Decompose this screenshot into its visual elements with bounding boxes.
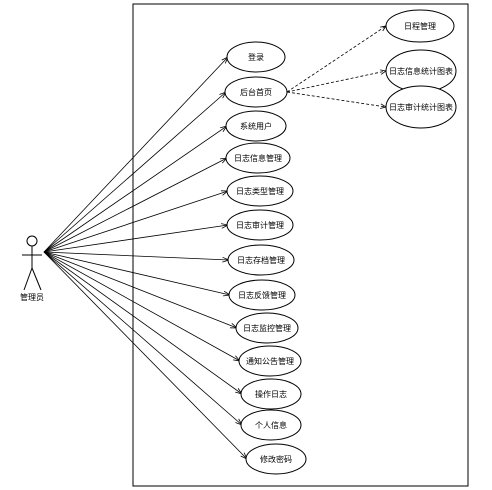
association-line-loginfo [43,157,228,253]
use-case-ellipse [225,142,291,174]
use-case-ellipse [245,443,307,475]
use-case-label: 日志类型管理 [236,186,284,196]
use-case-logarchive[interactable]: 日志存档管理 [227,244,295,276]
use-case-label: 日志存档管理 [237,255,285,265]
use-case-ellipse [227,244,295,276]
association-line-home [43,91,227,253]
use-case-label: 日志监控管理 [243,323,291,333]
extend-line-schedule [286,25,387,93]
association-line-logfeedback [43,251,231,296]
use-case-oplog[interactable]: 操作日志 [240,378,302,410]
use-case-label: 日志反馈管理 [238,290,286,300]
use-case-logfeedback[interactable]: 日志反馈管理 [228,279,296,311]
use-case-ellipse [238,345,302,377]
actor-label: 管理员 [20,292,44,302]
system-boundary [132,3,469,487]
association-line-sysuser [43,125,228,253]
association-lines [43,56,248,460]
extension-use-case-schedule[interactable]: 日程管理 [385,9,455,43]
use-case-loginfo[interactable]: 日志信息管理 [225,142,291,174]
use-case-password[interactable]: 修改密码 [245,443,307,475]
use-case-logtype[interactable]: 日志类型管理 [226,175,294,207]
use-case-label: 操作日志 [255,389,287,399]
use-case-notice[interactable]: 通知公告管理 [238,345,302,377]
extension-ellipse [385,9,455,43]
use-case-label: 登录 [248,52,264,62]
extension-use-case-auditchart[interactable]: 日志审计统计图表 [385,85,457,129]
extension-label: 日志审计统计图表 [389,102,453,112]
use-case-label: 后台首页 [240,87,272,97]
association-line-logarchive [43,251,230,261]
use-case-ellipse [226,41,286,73]
association-line-oplog [43,251,243,395]
use-case-ellipse [226,175,294,207]
extension-ellipse [385,85,457,129]
actor: 管理员 [20,235,44,302]
use-case-label: 修改密码 [260,454,292,464]
use-case-label: 日志信息管理 [234,153,282,163]
use-case-ellipse [226,209,294,241]
association-line-logtype [43,190,229,253]
use-case-home[interactable]: 后台首页 [224,76,288,108]
extend-lines [286,25,388,109]
use-case-ellipse [235,312,299,344]
use-cases: 登录后台首页系统用户日志信息管理日志类型管理日志审计管理日志存档管理日志反馈管理… [224,41,307,475]
association-line-password [43,251,248,460]
extend-arrowhead-schedule [380,25,387,32]
use-case-label: 通知公告管理 [246,356,294,366]
use-case-ellipse [228,279,296,311]
use-case-logmonitor[interactable]: 日志监控管理 [235,312,299,344]
extension-label: 日志信息统计图表 [389,66,453,76]
association-line-logaudit [43,224,229,253]
association-line-logmonitor [43,251,238,329]
use-case-ellipse [240,409,302,441]
use-case-ellipse [224,76,288,108]
association-line-profile [43,251,243,426]
association-line-notice [43,251,241,362]
use-case-profile[interactable]: 个人信息 [240,409,302,441]
use-case-sysuser[interactable]: 系统用户 [225,110,287,142]
extension-label: 日程管理 [404,21,436,31]
extend-line-auditchart [286,91,387,108]
association-line-login [43,56,229,253]
extend-line-infochart [286,70,387,93]
stick-figure-icon [22,235,42,291]
use-case-logaudit[interactable]: 日志审计管理 [226,209,294,241]
use-case-ellipse [225,110,287,142]
use-case-label: 日志审计管理 [236,220,284,230]
use-case-ellipse [240,378,302,410]
use-case-label: 系统用户 [240,121,272,131]
use-case-label: 个人信息 [255,420,287,430]
use-case-login[interactable]: 登录 [226,41,286,73]
